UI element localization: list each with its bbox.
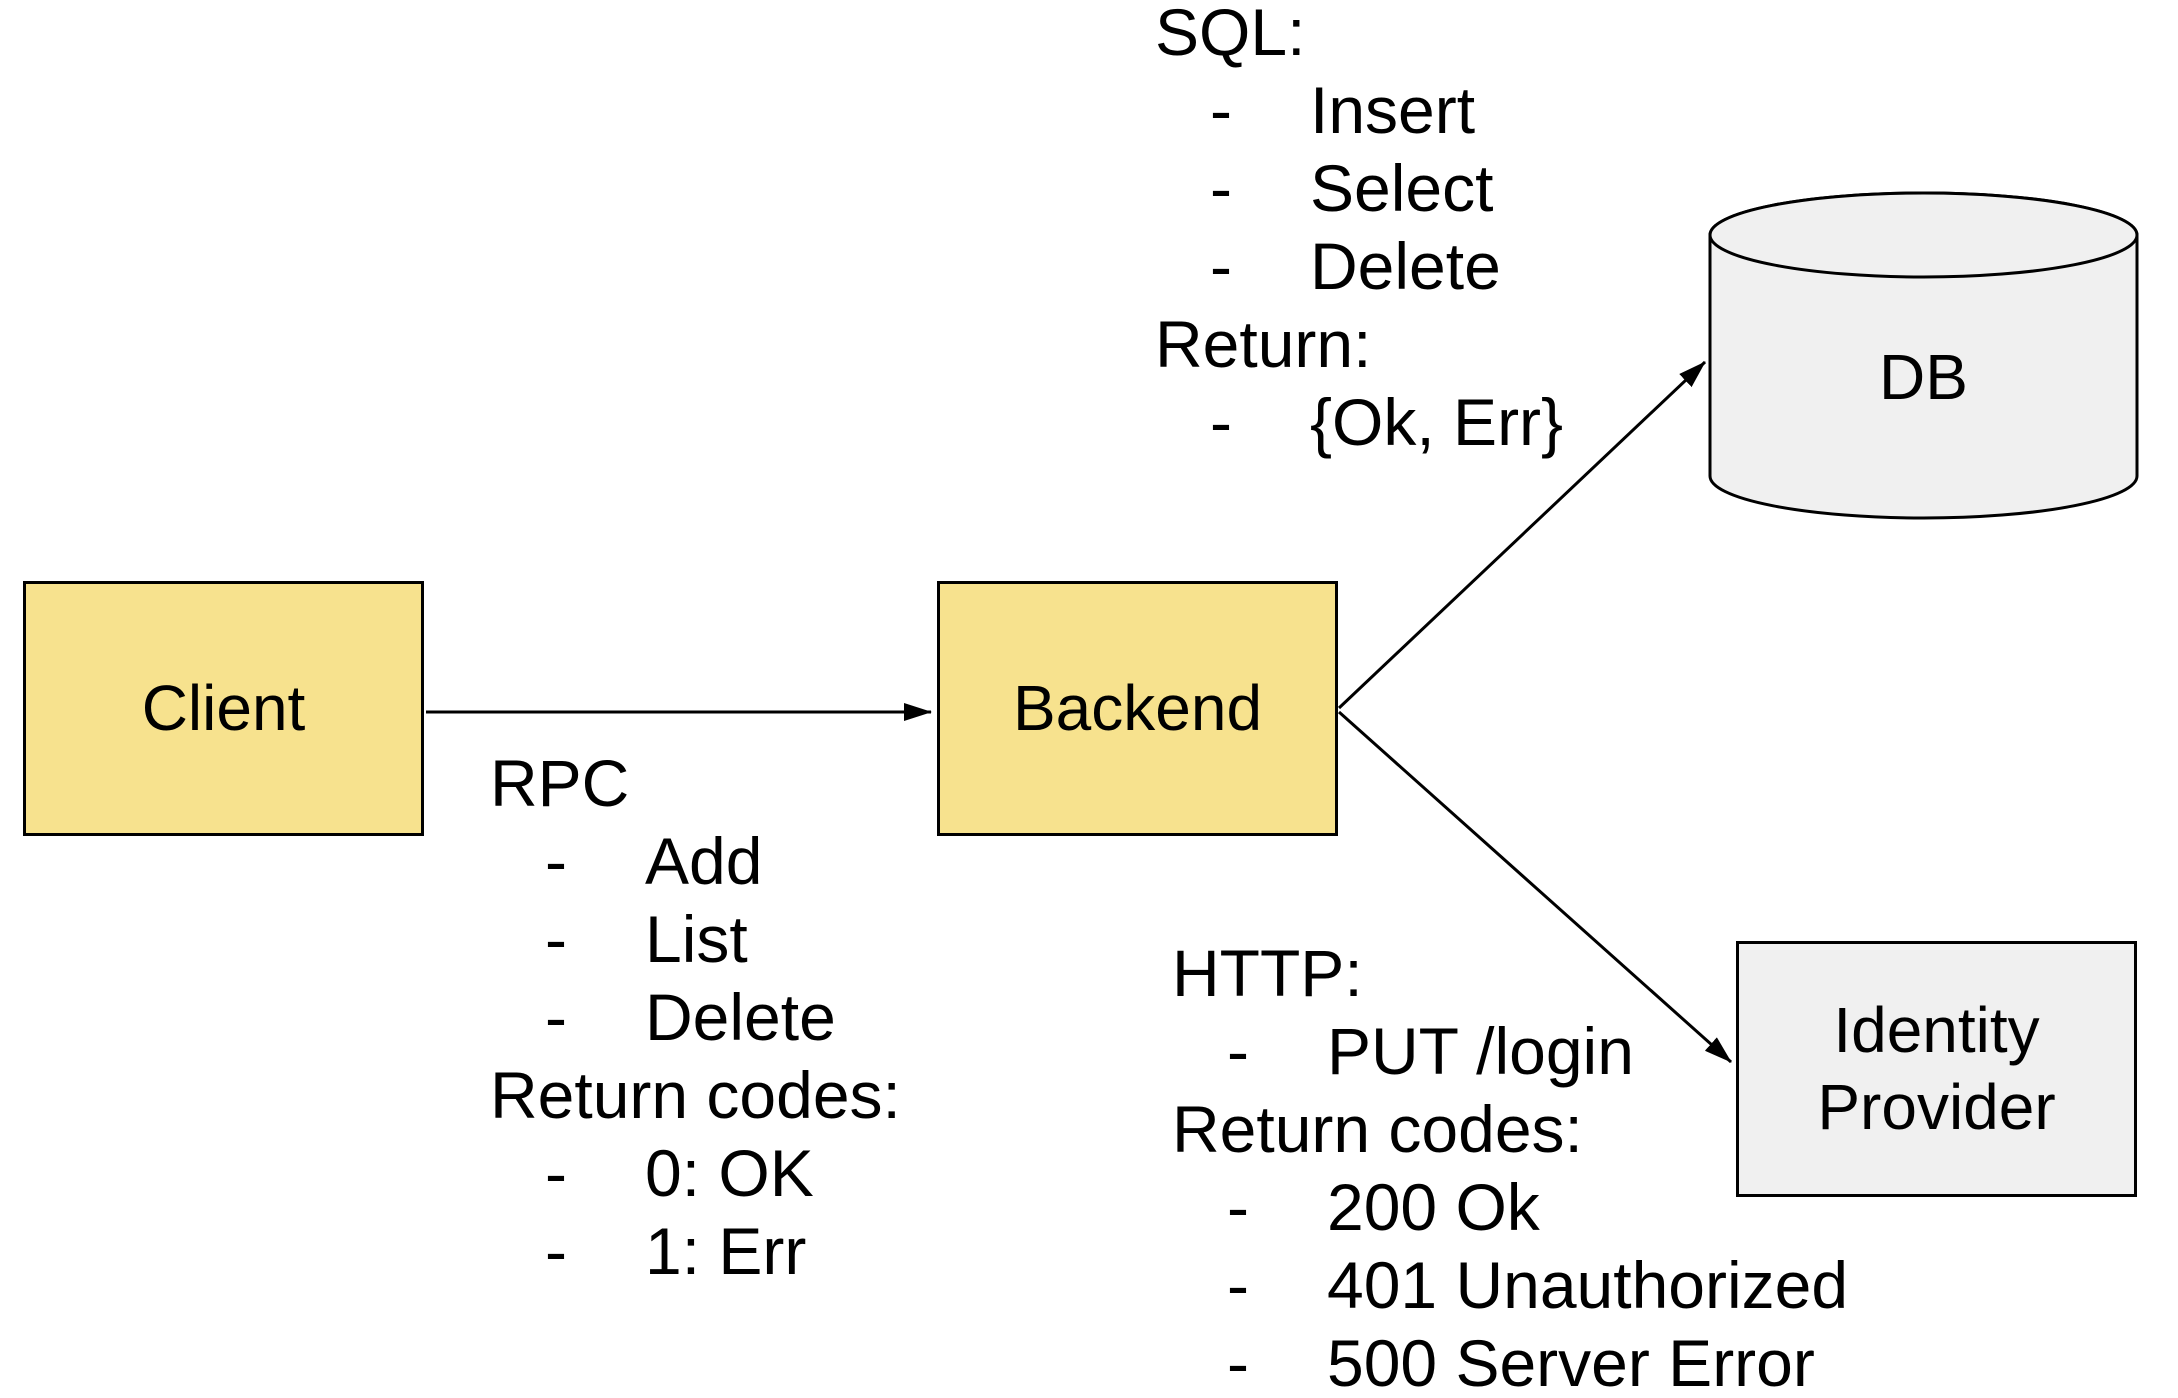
bullet-dash: - bbox=[1227, 1014, 1249, 1088]
bullet-dash: - bbox=[1210, 151, 1232, 225]
rpc-annotation: RPC - Add - List - Delete Return codes: … bbox=[490, 744, 901, 1290]
rpc-return-item-text: 0: OK bbox=[645, 1136, 814, 1210]
db-label: DB bbox=[1710, 277, 2137, 477]
sql-return-item: - {Ok, Err} bbox=[1155, 383, 1563, 461]
sql-annotation: SQL: - Insert - Select - Delete Return: … bbox=[1155, 0, 1563, 461]
identity-provider-label: Identity Provider bbox=[1817, 994, 2056, 1143]
edge-backend-to-identity-provider bbox=[1338, 710, 1732, 1064]
sql-item-text: Insert bbox=[1310, 73, 1476, 147]
sql-return-item-text: {Ok, Err} bbox=[1310, 385, 1564, 459]
bullet-dash: - bbox=[1227, 1170, 1249, 1244]
node-identity-provider: Identity Provider bbox=[1736, 941, 2137, 1197]
sql-return-heading: Return: bbox=[1155, 307, 1372, 381]
sql-item: - Select bbox=[1155, 149, 1563, 227]
sql-item: - Insert bbox=[1155, 71, 1563, 149]
node-backend: Backend bbox=[937, 581, 1338, 836]
bullet-dash: - bbox=[545, 1136, 567, 1210]
rpc-item-text: Delete bbox=[645, 980, 836, 1054]
bullet-dash: - bbox=[545, 902, 567, 976]
http-return-item: - 401 Unauthorized bbox=[1172, 1246, 1848, 1324]
rpc-return-item: - 0: OK bbox=[490, 1134, 901, 1212]
edge-backend-to-db bbox=[1337, 360, 1707, 710]
rpc-item: - Add bbox=[490, 822, 901, 900]
rpc-return-item: - 1: Err bbox=[490, 1212, 901, 1290]
rpc-heading: RPC bbox=[490, 746, 630, 820]
http-return-item: - 500 Server Error bbox=[1172, 1324, 1848, 1398]
client-label: Client bbox=[141, 672, 306, 745]
sql-item-text: Delete bbox=[1310, 229, 1501, 303]
http-return-item-text: 500 Server Error bbox=[1327, 1326, 1815, 1398]
http-annotation: HTTP: - PUT /login Return codes: - 200 O… bbox=[1172, 934, 1848, 1398]
backend-label: Backend bbox=[1012, 672, 1263, 745]
bullet-dash: - bbox=[1210, 385, 1232, 459]
rpc-return-heading: Return codes: bbox=[490, 1058, 901, 1132]
bullet-dash: - bbox=[545, 980, 567, 1054]
bullet-dash: - bbox=[545, 1214, 567, 1288]
http-return-item-text: 200 Ok bbox=[1327, 1170, 1540, 1244]
db-cylinder bbox=[1708, 191, 2139, 520]
rpc-return-item-text: 1: Err bbox=[645, 1214, 807, 1288]
sql-item: - Delete bbox=[1155, 227, 1563, 305]
http-return-item: - 200 Ok bbox=[1172, 1168, 1848, 1246]
bullet-dash: - bbox=[1210, 73, 1232, 147]
db-label-text: DB bbox=[1879, 341, 1968, 413]
bullet-dash: - bbox=[1227, 1248, 1249, 1322]
sql-heading: SQL: bbox=[1155, 0, 1306, 69]
rpc-item-text: Add bbox=[645, 824, 763, 898]
bullet-dash: - bbox=[1210, 229, 1232, 303]
node-client: Client bbox=[23, 581, 424, 836]
rpc-item-text: List bbox=[645, 902, 748, 976]
db-cylinder-top bbox=[1708, 191, 2139, 279]
rpc-item: - List bbox=[490, 900, 901, 978]
sql-item-text: Select bbox=[1310, 151, 1494, 225]
http-return-item-text: 401 Unauthorized bbox=[1327, 1248, 1849, 1322]
http-return-heading: Return codes: bbox=[1172, 1092, 1583, 1166]
bullet-dash: - bbox=[1227, 1326, 1249, 1398]
http-item: - PUT /login bbox=[1172, 1012, 1848, 1090]
bullet-dash: - bbox=[545, 824, 567, 898]
http-item-text: PUT /login bbox=[1327, 1014, 1634, 1088]
rpc-item: - Delete bbox=[490, 978, 901, 1056]
http-heading: HTTP: bbox=[1172, 936, 1363, 1010]
